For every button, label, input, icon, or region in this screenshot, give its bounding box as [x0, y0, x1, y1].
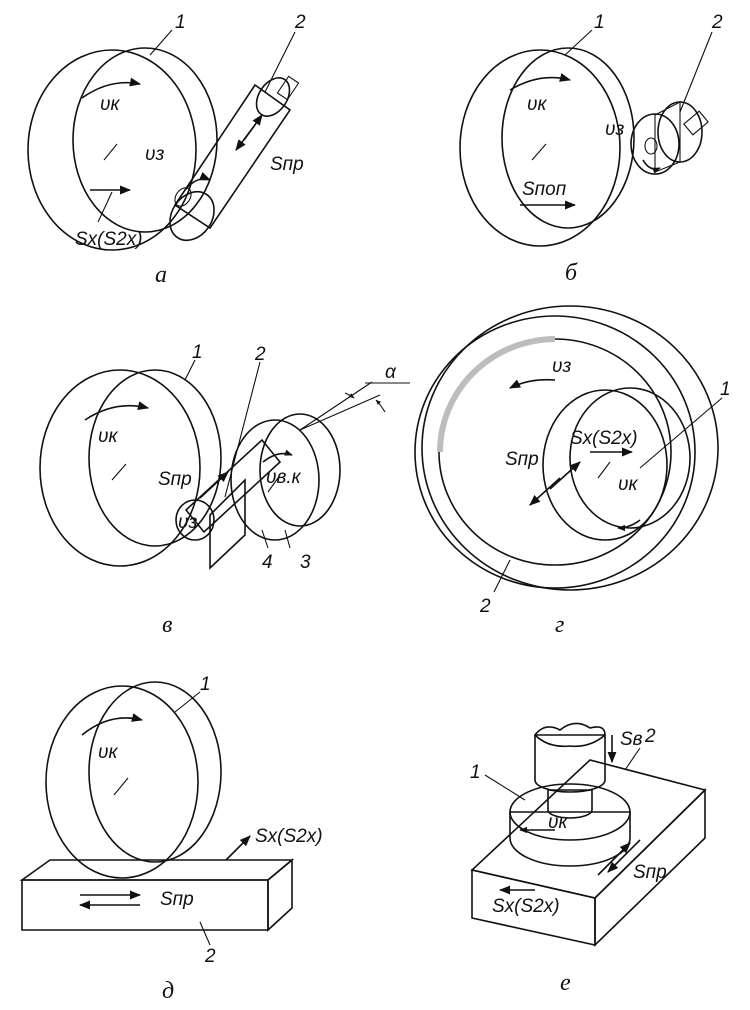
label-v-wheel: υк	[618, 474, 638, 495]
panel-d: 1 υк Sх(S2х) Sпр 2 д	[19, 674, 323, 1004]
workpiece-block	[19, 858, 295, 932]
caption-b: б	[565, 260, 578, 286]
panel-e: Sв 2 1 υк Sпр Sх(S2х) е	[470, 722, 707, 996]
label-s-long: Sпр	[505, 449, 539, 470]
label-wheel: 1	[175, 12, 186, 33]
workpiece-disk	[630, 101, 709, 175]
label-workpiece: 2	[294, 12, 306, 33]
label-v-work: υз	[178, 512, 197, 533]
panel-b: 1 2 υк υз Sпоп б	[459, 12, 723, 286]
label-v-work: υз	[552, 356, 571, 377]
label-v-work: υз	[145, 144, 164, 165]
grinding-wheel	[509, 783, 631, 867]
workpiece-rod	[175, 438, 282, 541]
label-v-wheel: υк	[100, 94, 120, 115]
label-wheel: 1	[200, 674, 211, 695]
label-v-wheel: υк	[98, 742, 118, 763]
wheel-back-face	[72, 47, 218, 233]
workpiece-cylinder	[169, 75, 300, 242]
label-workpiece: 2	[254, 344, 266, 365]
label-s-cross: Sх(S2х)	[570, 428, 638, 449]
label-support: 4	[262, 552, 273, 573]
panel-a: 1 2 υк υз Sпр Sх(S2х) а	[27, 12, 306, 288]
regulating-wheel-back	[259, 413, 341, 527]
wheel-back-face	[569, 387, 691, 529]
label-s-cross: Sх(S2х)	[75, 229, 143, 250]
label-s-transverse: Sпоп	[522, 179, 567, 200]
caption-g: г	[555, 612, 564, 638]
caption-d: д	[162, 978, 174, 1004]
label-v-work: υз	[605, 119, 624, 140]
grinding-wheel	[45, 685, 199, 879]
label-wheel: 1	[470, 762, 481, 783]
label-workpiece: 2	[479, 596, 491, 617]
spindle	[533, 722, 606, 819]
label-v-wheel: υк	[527, 94, 547, 115]
grinding-wheel	[27, 49, 197, 251]
grinding-wheel	[542, 389, 668, 541]
label-wheel: 1	[720, 379, 731, 400]
label-s-vert: Sв	[620, 729, 643, 750]
wheel-back-face	[88, 681, 222, 863]
label-s-long: Sпр	[160, 889, 194, 910]
workpiece-ring	[414, 305, 719, 591]
label-v-wheel: υк	[98, 426, 118, 447]
label-v-reg: υв.к	[266, 467, 302, 488]
regulating-wheel	[230, 419, 320, 541]
label-s-cross: Sх(S2х)	[492, 896, 560, 917]
caption-e: е	[560, 970, 571, 996]
label-workpiece: 2	[644, 726, 656, 747]
label-s-long: Sпр	[633, 862, 667, 883]
label-wheel: 1	[192, 342, 203, 363]
wheel-back-face	[501, 47, 635, 229]
label-v-wheel: υк	[548, 812, 568, 833]
label-workpiece: 2	[711, 12, 723, 33]
label-s-cross: Sх(S2х)	[255, 826, 323, 847]
panel-g: 1 υз Sх(S2х) Sпр υк 2 г	[414, 305, 731, 638]
label-s-long: Sпр	[158, 469, 192, 490]
label-angle: α	[385, 362, 397, 383]
grinding-wheel	[39, 369, 201, 567]
wheel-back-face	[88, 369, 222, 547]
panel-v: 1 2 α υк Sпр υз υв.к 4 3 в	[39, 342, 410, 638]
caption-a: а	[155, 262, 167, 288]
caption-v: в	[162, 612, 172, 638]
label-regulating-wheel: 3	[300, 552, 311, 573]
workpiece-block	[470, 759, 707, 947]
label-wheel: 1	[594, 12, 605, 33]
grinding-wheel	[459, 49, 621, 247]
label-s-long: Sпр	[270, 154, 304, 175]
label-workpiece: 2	[204, 946, 216, 967]
